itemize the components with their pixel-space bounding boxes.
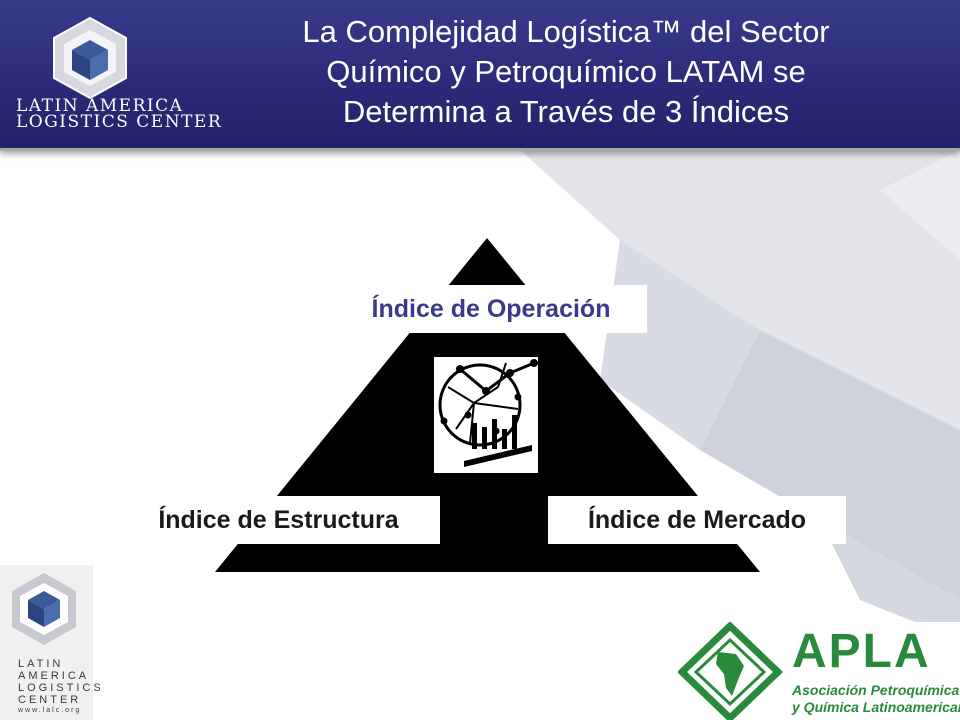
lalc-cube-small-icon bbox=[12, 573, 76, 645]
apla-subtitle-line1: Asociación Petroquímica bbox=[792, 682, 960, 698]
logo-text-line1: LATIN AMERICA bbox=[16, 96, 184, 116]
side-logo-line-2: AMERICA bbox=[18, 670, 90, 682]
title-line-3: Determina a Través de 3 Índices bbox=[342, 94, 790, 129]
label-indice-estructura: Índice de Estructura bbox=[117, 496, 440, 544]
title-line-1: La Complejidad Logística™ del Sector bbox=[302, 14, 830, 49]
chart-globe-icon bbox=[434, 357, 538, 473]
logo-text-line2: LOGISTICS CENTER bbox=[16, 112, 223, 132]
header-bar: LATIN AMERICA LOGISTICS CENTER La Comple… bbox=[0, 0, 960, 151]
side-logo-line-3: LOGISTICS bbox=[18, 682, 104, 694]
apla-diamond-map-icon bbox=[678, 622, 784, 720]
apla-logo bbox=[676, 622, 960, 720]
apla-name: APLA bbox=[792, 625, 931, 678]
label-indice-mercado: Índice de Mercado bbox=[548, 496, 846, 544]
lalc-cube-logo-icon bbox=[53, 16, 127, 100]
side-logo-line-4: CENTER bbox=[18, 694, 82, 706]
lalc-side-logo bbox=[0, 565, 93, 720]
side-logo-text: LATIN AMERICA LOGISTICS CENTER www.lalc.… bbox=[18, 658, 104, 714]
side-logo-url: www.lalc.org bbox=[18, 707, 82, 714]
side-logo-line-1: LATIN bbox=[18, 658, 64, 670]
title-line-2: Químico y Petroquímico LATAM se bbox=[326, 54, 806, 89]
slide-title: La Complejidad Logística™ del Sector Quí… bbox=[196, 12, 936, 132]
label-indice-operacion: Índice de Operación bbox=[335, 285, 647, 333]
apla-subtitle-line2: y Química Latinoamericana bbox=[792, 699, 960, 715]
